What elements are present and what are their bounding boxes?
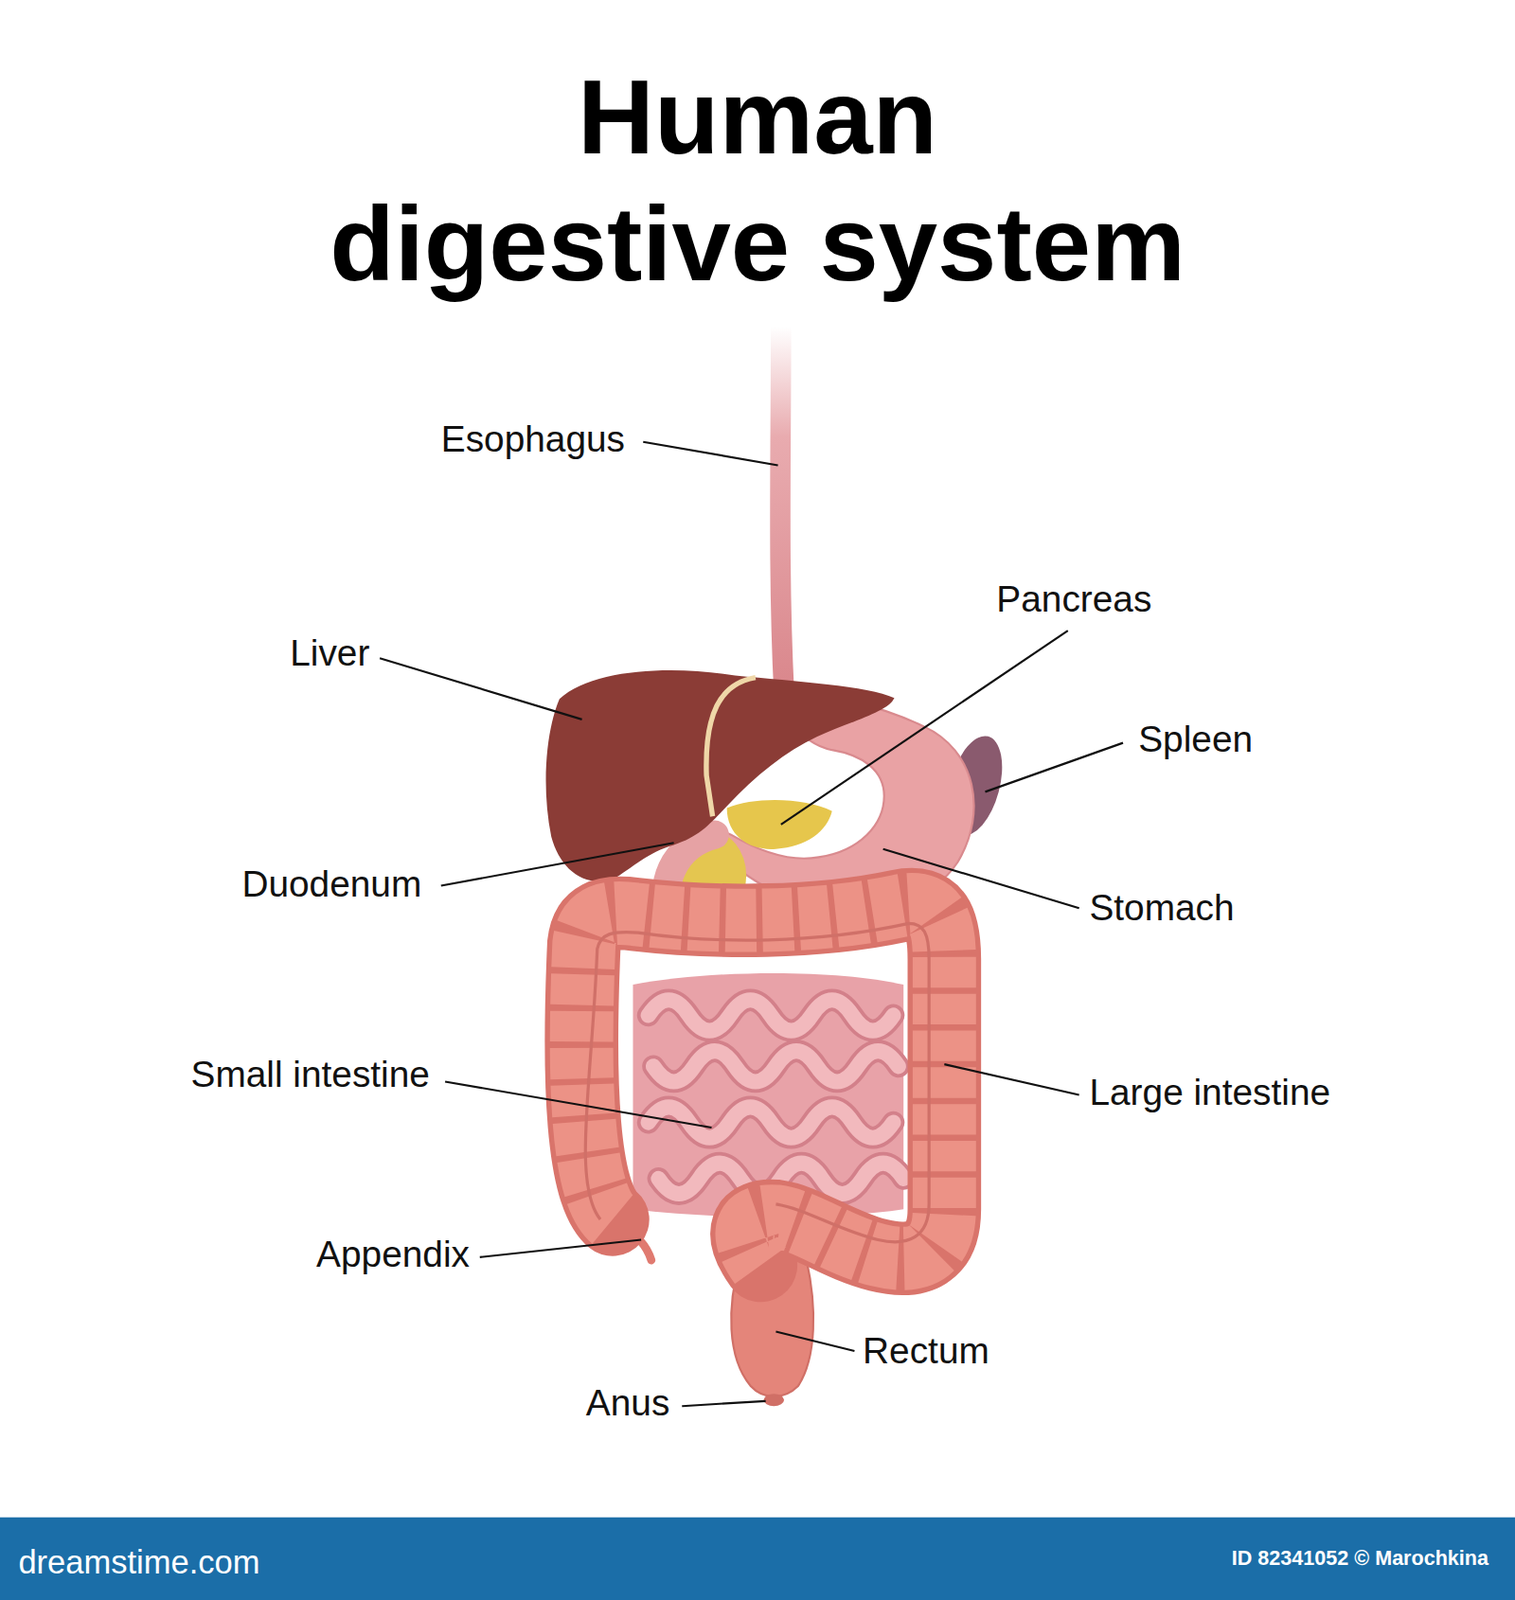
part-label: Duodenum bbox=[241, 861, 422, 907]
watermark: dreamstime.com bbox=[17, 1542, 260, 1582]
liver-ligament bbox=[706, 677, 756, 818]
watermark: ID 82341052 © Marochkina bbox=[1231, 1546, 1489, 1571]
leader-line bbox=[681, 1401, 766, 1407]
part-label: Stomach bbox=[1088, 885, 1234, 930]
part-label: Spleen bbox=[1138, 716, 1253, 762]
leader-line bbox=[781, 630, 1069, 825]
liver-shape bbox=[546, 670, 895, 882]
title: Human digestive system bbox=[0, 53, 1515, 308]
part-label: Large intestine bbox=[1088, 1069, 1331, 1115]
part-label: Rectum bbox=[862, 1329, 990, 1374]
small-intestine-loops bbox=[648, 999, 905, 1195]
leader-line bbox=[642, 442, 778, 466]
leader-line bbox=[379, 658, 582, 720]
leader-line bbox=[441, 842, 675, 886]
footer-bar bbox=[0, 1517, 1515, 1600]
part-label: Liver bbox=[289, 631, 370, 677]
part-label: Pancreas bbox=[996, 576, 1152, 622]
pancreas-shape bbox=[727, 800, 833, 850]
title-line: Human bbox=[0, 53, 1515, 181]
leader-line bbox=[883, 849, 1080, 909]
leader-line bbox=[984, 743, 1123, 793]
esophagus-shape bbox=[780, 326, 785, 695]
leader-line bbox=[944, 1064, 1079, 1095]
anus-shape bbox=[763, 1393, 785, 1407]
part-label: Anus bbox=[586, 1381, 670, 1426]
part-label: Small intestine bbox=[191, 1052, 430, 1098]
part-label: Appendix bbox=[316, 1231, 470, 1277]
title-line: digestive system bbox=[0, 180, 1515, 309]
leader-line bbox=[445, 1081, 712, 1128]
part-label: Esophagus bbox=[441, 416, 625, 462]
leader-line bbox=[480, 1240, 642, 1258]
leader-line bbox=[775, 1332, 855, 1352]
large-intestine-shape bbox=[581, 904, 945, 1266]
